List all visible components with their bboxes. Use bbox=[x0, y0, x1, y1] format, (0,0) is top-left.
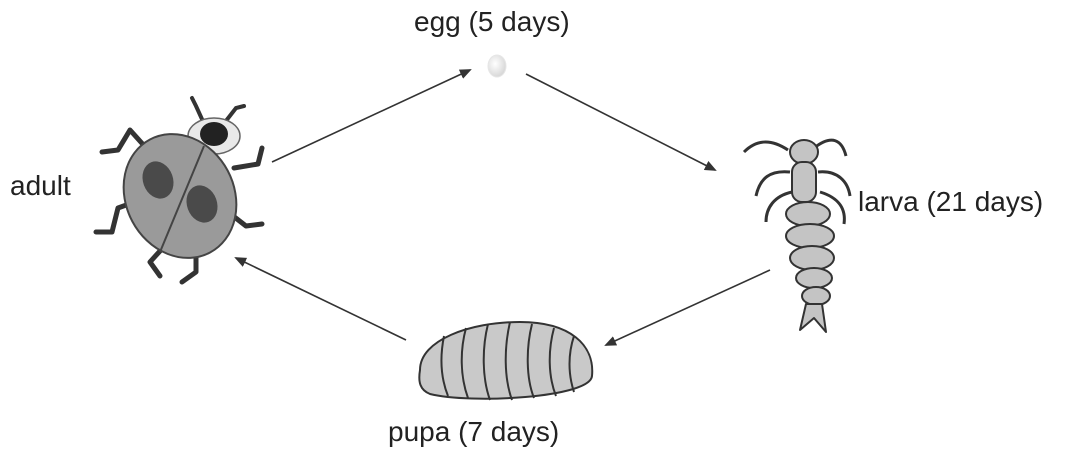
larva-illustration bbox=[744, 140, 850, 332]
arrow-adult-to-egg bbox=[272, 70, 470, 162]
pupa-illustration bbox=[419, 322, 592, 400]
egg-illustration bbox=[488, 55, 506, 77]
adult-stage-label: adult bbox=[10, 172, 71, 200]
arrow-pupa-to-adult bbox=[236, 258, 406, 340]
larva-stage-label: larva (21 days) bbox=[858, 188, 1043, 216]
egg-stage-label: egg (5 days) bbox=[414, 8, 570, 36]
arrow-larva-to-pupa bbox=[606, 270, 770, 345]
pupa-stage-label: pupa (7 days) bbox=[388, 418, 559, 446]
arrow-egg-to-larva bbox=[526, 74, 715, 170]
adult-ladybug-illustration bbox=[96, 98, 262, 282]
